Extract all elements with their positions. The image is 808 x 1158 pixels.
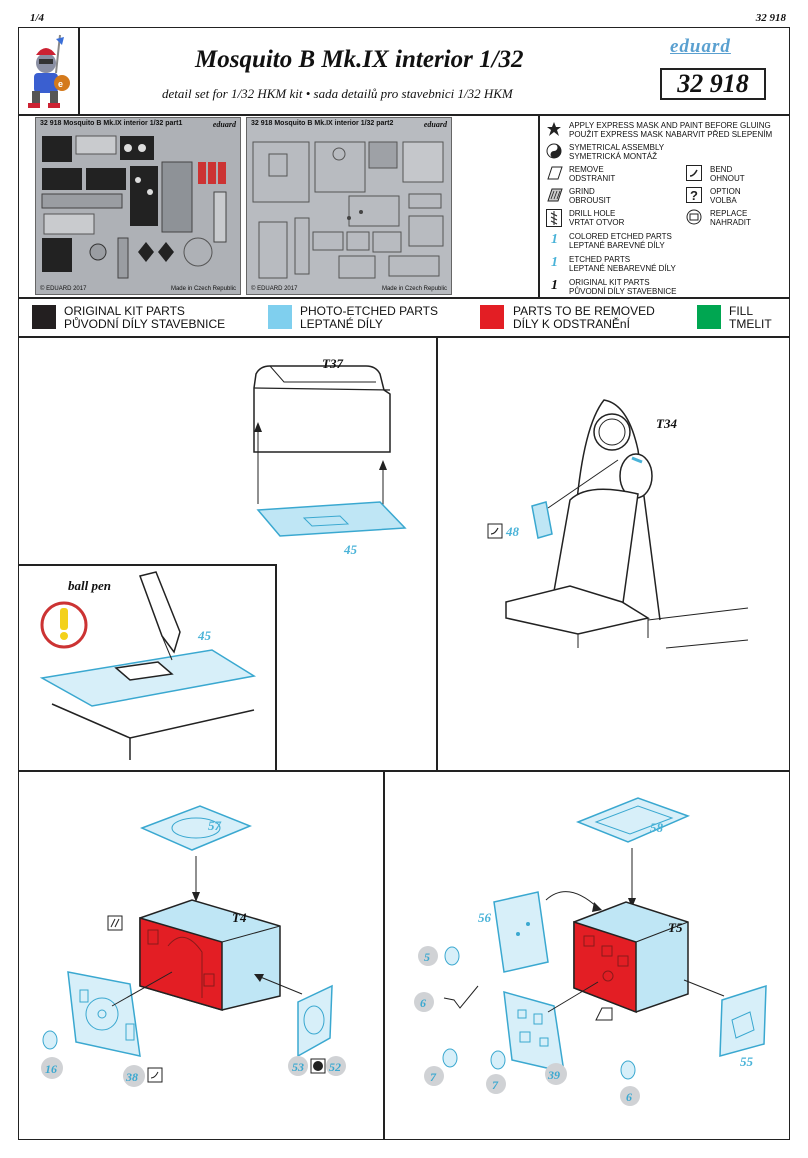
step-t4-diagram: 57 T4 16 38 53 52 — [41, 805, 346, 1087]
step-ball-pen-diagram: ball pen 45 — [39, 571, 257, 760]
divider — [18, 564, 276, 566]
step-t34-diagram: 48 T34 — [487, 399, 749, 649]
fret-copyright: © EDUARD 2017 — [40, 286, 87, 292]
divider — [538, 114, 540, 298]
bend-icon — [487, 523, 503, 539]
swatch-original — [32, 305, 56, 329]
part-label-39: 39 — [547, 1068, 560, 1082]
part-label-38: 38 — [125, 1070, 138, 1084]
fret-made-in: Made in Czech Republic — [170, 286, 236, 292]
part-label-56: 56 — [478, 910, 492, 925]
swatch-photo-etched — [268, 305, 292, 329]
fret-parts-graphic — [41, 135, 227, 279]
part-label-45: 45 — [343, 542, 358, 557]
fret-title: 32 918 Mosquito B Mk.IX interior 1/32 pa… — [40, 120, 183, 127]
part-label-58: 58 — [650, 820, 664, 835]
divider — [436, 336, 438, 770]
divider — [18, 336, 790, 338]
legend-mask: APPLY EXPRESS MASK AND PAINT BEFORE GLUI… — [569, 121, 773, 139]
brand-logo: eduard — [670, 36, 731, 57]
star-mask-icon — [547, 122, 561, 136]
fret-brand: eduard — [423, 120, 447, 129]
page-number: 1/4 — [30, 12, 45, 24]
part-label-16: 16 — [45, 1062, 57, 1076]
part-label-52: 52 — [329, 1060, 341, 1074]
divider — [383, 770, 385, 1140]
fret-parts-graphic — [252, 141, 444, 279]
drill-icon — [546, 209, 562, 227]
kit-number-box: 32 918 — [660, 68, 766, 100]
grind-icon — [595, 1007, 613, 1021]
part-label-t5: T5 — [668, 920, 683, 935]
swatch-remove — [480, 305, 504, 329]
fret-brand: eduard — [212, 120, 236, 129]
part-label-7: 7 — [492, 1078, 499, 1092]
part-label-55: 55 — [740, 1054, 754, 1069]
divider — [18, 297, 790, 299]
divider — [18, 114, 790, 116]
part-label-6: 6 — [420, 996, 426, 1010]
part-label-48: 48 — [505, 524, 520, 539]
swatch-fill — [697, 305, 721, 329]
part-label-6: 6 — [626, 1090, 632, 1104]
page-frame — [18, 27, 790, 1140]
divider — [18, 770, 790, 772]
svg-text:e: e — [58, 79, 63, 89]
step-t37-diagram: 45 T37 — [253, 356, 407, 557]
etched-fret-part1: 32 918 Mosquito B Mk.IX interior 1/32 pa… — [35, 117, 241, 295]
part-label-t4: T4 — [232, 910, 247, 925]
etched-parts-num: 1 — [551, 255, 558, 270]
svg-text:?: ? — [690, 188, 698, 203]
grind-icon — [547, 188, 563, 202]
kit-code-top: 32 918 — [755, 12, 786, 24]
replace-icon — [686, 209, 702, 225]
option-icon: ? — [686, 187, 702, 203]
knight-mascot-icon: e — [28, 34, 70, 108]
part-label-t34: T34 — [656, 416, 677, 431]
ball-pen-label: ball pen — [68, 578, 111, 593]
page-title: Mosquito B Mk.IX interior 1/32 — [195, 46, 524, 73]
colored-parts-num: 1 — [551, 232, 558, 247]
part-label-t37: T37 — [322, 356, 343, 371]
remove-icon — [547, 166, 563, 180]
part-label-7: 7 — [430, 1070, 437, 1084]
bend-icon — [147, 1067, 163, 1083]
fret-title: 32 918 Mosquito B Mk.IX interior 1/32 pa… — [251, 120, 394, 127]
page-subtitle: detail set for 1/32 HKM kit • sada detai… — [162, 86, 513, 101]
part-label-45: 45 — [197, 628, 212, 643]
symmetry-icon — [546, 143, 562, 159]
divider — [78, 27, 80, 115]
part-label-57: 57 — [208, 818, 222, 833]
part-label-53: 53 — [292, 1060, 304, 1074]
grind-icon — [107, 915, 123, 931]
step-t5-diagram: 58 T5 56 5 6 7 7 39 6 55 — [414, 797, 767, 1106]
orig-parts-num: 1 — [551, 278, 558, 293]
etched-fret-part2: 32 918 Mosquito B Mk.IX interior 1/32 pa… — [246, 117, 452, 295]
bend-icon — [686, 165, 702, 181]
part-label-5: 5 — [424, 950, 430, 964]
fret-made-in: Made in Czech Republic — [381, 286, 447, 292]
fret-copyright: © EDUARD 2017 — [251, 286, 298, 292]
divider — [275, 564, 277, 770]
